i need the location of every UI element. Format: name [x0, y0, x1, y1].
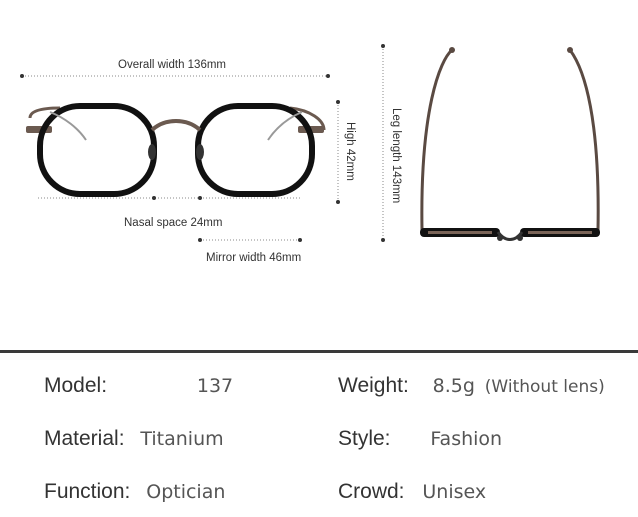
leg-length-label: Leg length 143mm [390, 108, 402, 204]
spec-weight: Weight: 8.5g (Without lens) [338, 374, 605, 398]
section-divider [0, 350, 638, 353]
spec-material-value: Titanium [140, 428, 224, 450]
spec-weight-value: 8.5g [432, 375, 475, 397]
spec-model-label: Model: [44, 374, 108, 397]
spec-material: Material: Titanium [44, 427, 224, 451]
spec-style: Style: Fashion [338, 427, 502, 451]
spec-style-value: Fashion [430, 428, 503, 450]
spec-crowd-label: Crowd: [338, 480, 405, 503]
overall-width-label: Overall width 136mm [118, 59, 227, 71]
high-label: High 42mm [344, 122, 356, 181]
spec-function-label: Function: [44, 480, 131, 503]
spec-function: Function: Optician [44, 480, 225, 504]
spec-crowd: Crowd: Unisex [338, 480, 486, 504]
front-view-glasses [26, 103, 326, 197]
spec-material-label: Material: [44, 427, 125, 450]
glasses-illustration [20, 44, 600, 242]
spec-crowd-value: Unisex [422, 481, 487, 503]
spec-function-value: Optician [146, 481, 226, 503]
spec-model: Model: 137 [44, 374, 233, 398]
spec-style-label: Style: [338, 427, 391, 450]
nasal-space-label: Nasal space 24mm [124, 217, 223, 229]
mirror-width-label: Mirror width 46mm [206, 252, 302, 264]
top-view-glasses [420, 47, 600, 241]
glasses-diagram: Overall width 136mm Nasal space 24mm Mir… [20, 44, 600, 264]
spec-weight-note: (Without lens) [484, 377, 605, 397]
spec-model-value: 137 [196, 375, 234, 397]
spec-weight-label: Weight: [338, 374, 409, 397]
